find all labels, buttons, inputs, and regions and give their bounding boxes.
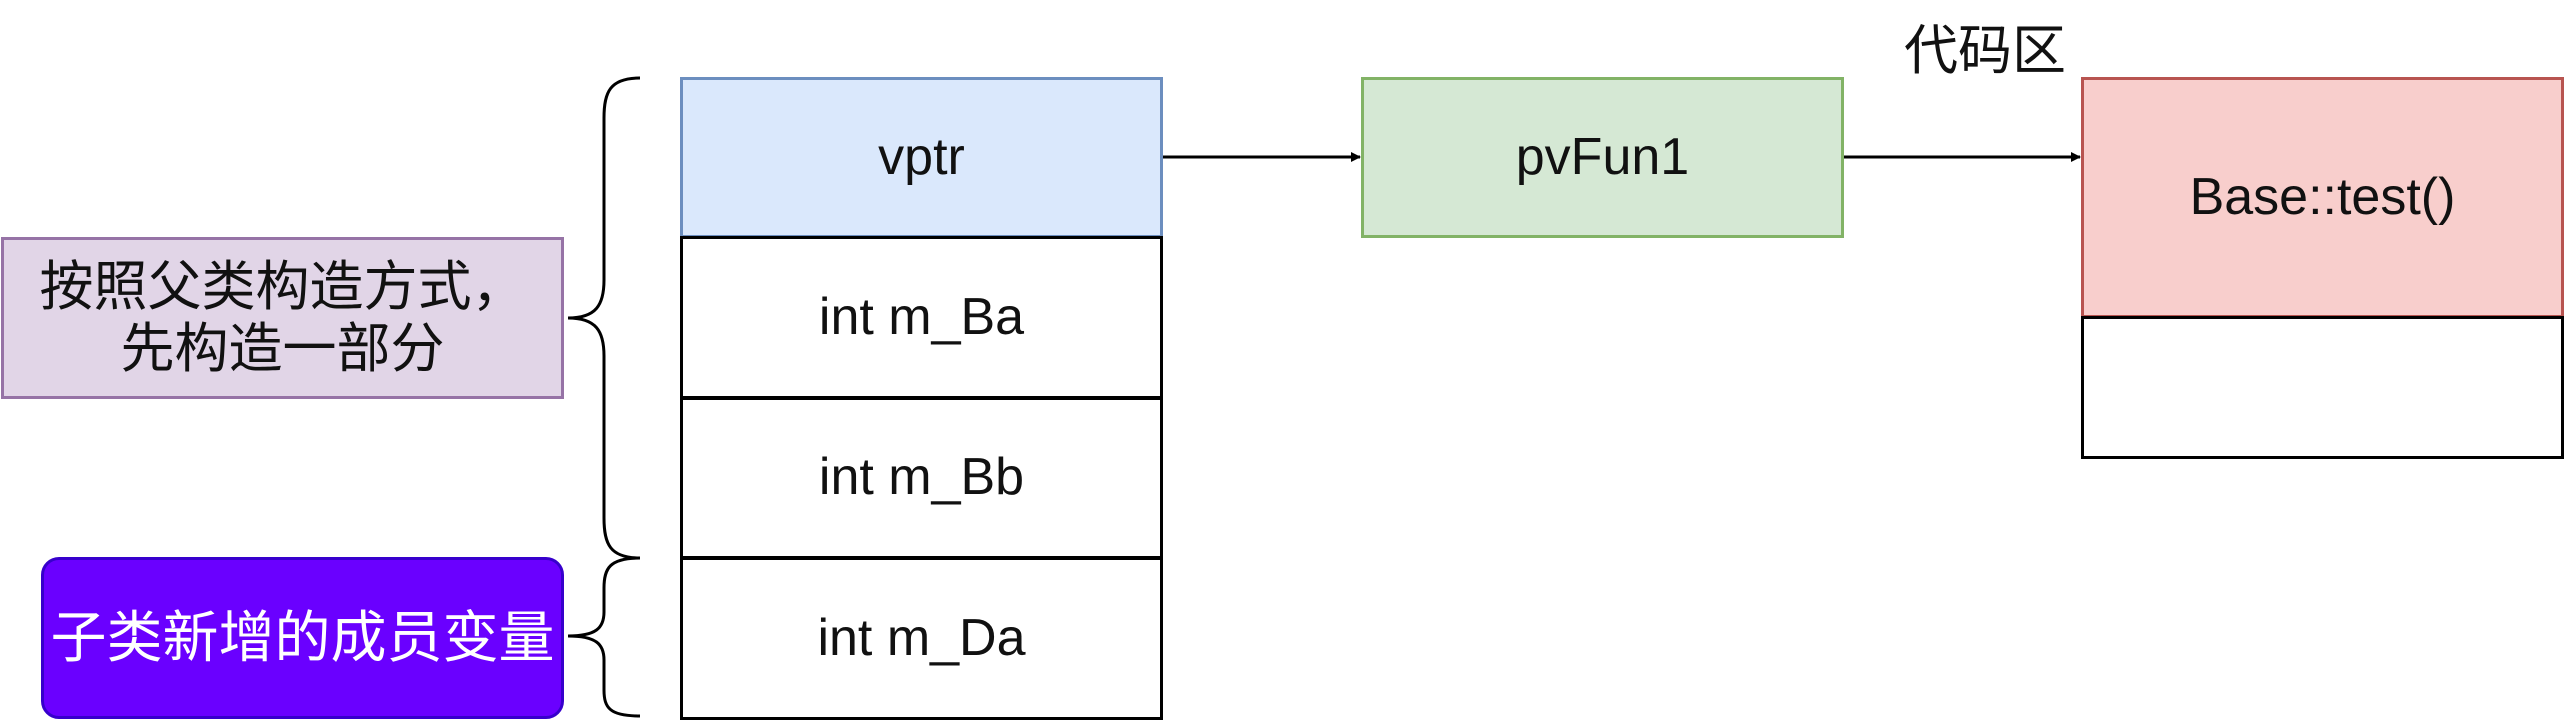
parent-part-brace: [567, 76, 641, 560]
code-function-cell: Base::test(): [2081, 77, 2564, 318]
child-members-note: 子类新增的成员变量: [41, 557, 564, 719]
child-note-label: 子类新增的成员变量: [50, 605, 555, 669]
parent-construction-note: 按照父类构造方式， 先构造一部分: [1, 237, 564, 399]
vptr-cell: vptr: [680, 77, 1163, 238]
member-cell-m-ba: int m_Ba: [680, 236, 1163, 399]
member-cell-m-da: int m_Da: [680, 557, 1163, 720]
child-members-brace: [567, 556, 641, 718]
member-label-m-ba: int m_Ba: [818, 287, 1025, 346]
vtable-entry-label: pvFun1: [1515, 127, 1690, 186]
parent-note-line-2: 先构造一部分: [120, 319, 445, 379]
vtable-entry: pvFun1: [1361, 77, 1844, 238]
member-label-m-da: int m_Da: [817, 608, 1026, 667]
code-function-label: Base::test(): [2189, 167, 2456, 226]
parent-note-line-1: 按照父类构造方式，: [39, 256, 526, 317]
code-empty-cell: [2081, 316, 2564, 459]
vptr-label: vptr: [878, 127, 965, 186]
member-cell-m-bb: int m_Bb: [680, 397, 1163, 559]
member-label-m-bb: int m_Bb: [818, 448, 1025, 507]
code-area-title: 代码区: [1904, 21, 2066, 81]
